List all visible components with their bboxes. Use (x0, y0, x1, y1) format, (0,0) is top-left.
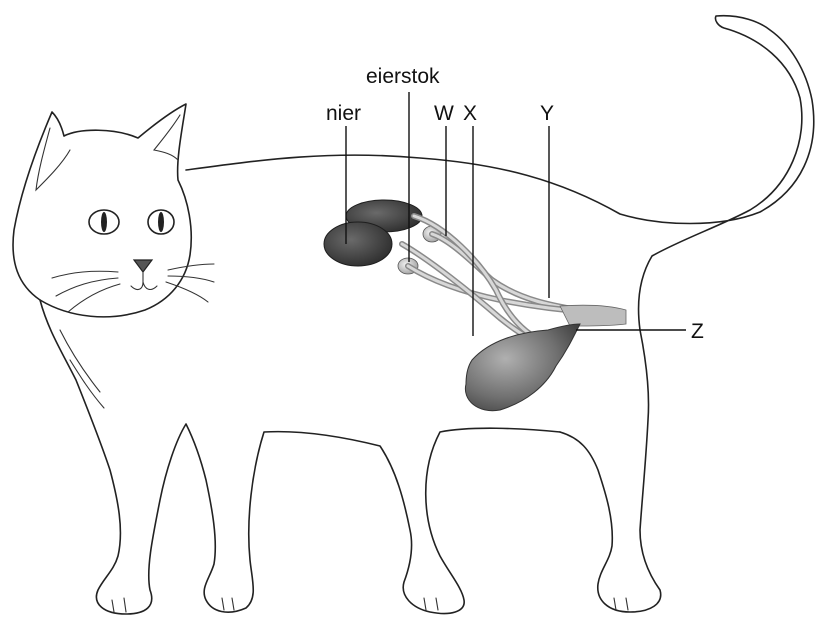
label-w: W (434, 102, 454, 125)
label-y: Y (540, 102, 554, 125)
cat-belly-outline (39, 299, 561, 615)
label-x: X (463, 102, 477, 125)
label-ovary: eierstok (366, 65, 440, 88)
cat-right-pupil (158, 212, 164, 232)
reproductive-tubes (399, 213, 627, 349)
cat-paw-lines (111, 597, 629, 613)
cat-left-eye (88, 209, 120, 235)
labels: nier eierstok W X Y Z (326, 65, 704, 343)
cat-left-pupil (101, 212, 107, 232)
cat-right-ear-inner (153, 114, 181, 161)
cat-head-outline (12, 103, 193, 318)
cat-whiskers (51, 263, 215, 313)
cat-left-ear-inner (35, 127, 71, 192)
label-z: Z (691, 320, 704, 343)
cat-mouth (130, 271, 158, 291)
label-kidney: nier (326, 102, 361, 125)
cat-nose (132, 259, 154, 273)
kidney-lower (323, 221, 393, 267)
cat-right-eye (147, 209, 175, 235)
leader-lines (345, 92, 686, 336)
cat-chest-fur (59, 329, 105, 409)
cat-body-outline (185, 14, 815, 613)
organs (323, 199, 627, 412)
bladder (464, 323, 581, 412)
cat-outline (12, 14, 815, 615)
